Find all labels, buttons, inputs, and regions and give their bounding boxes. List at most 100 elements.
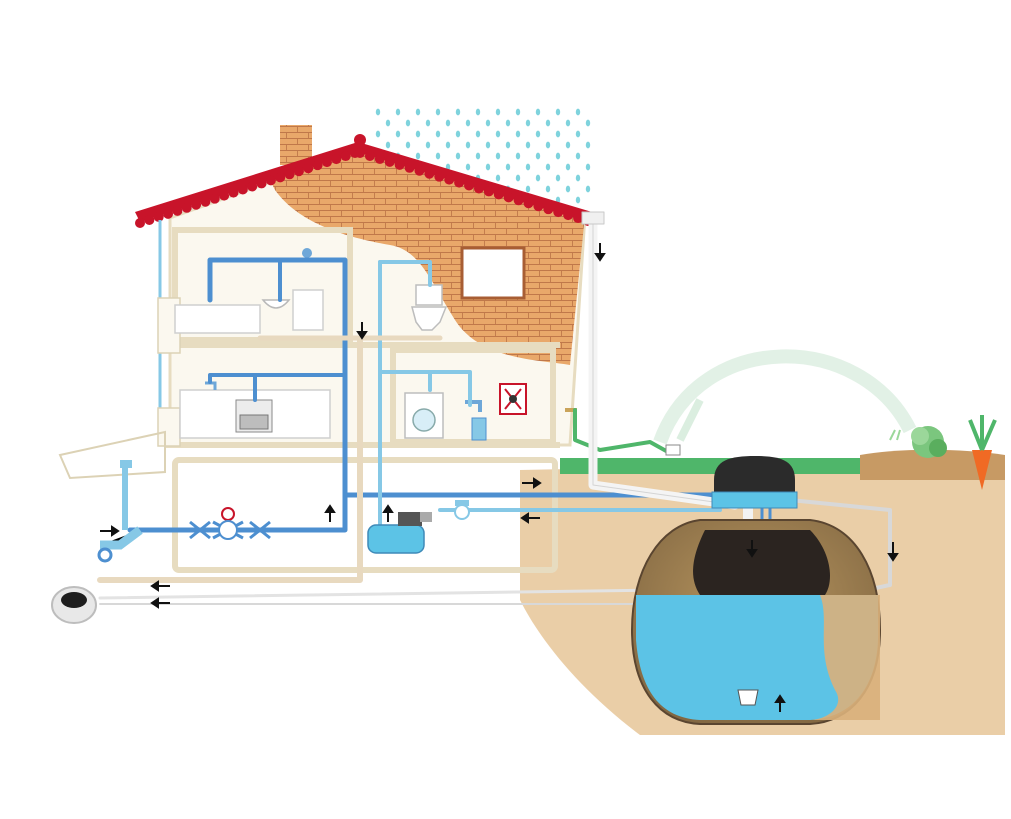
rain-drop: [485, 141, 491, 149]
bathroom-fixtures: [174, 248, 448, 334]
rain-drop: [535, 152, 541, 160]
rain-drop: [515, 130, 521, 138]
roof-tile: [543, 204, 554, 215]
roof-tile: [553, 207, 564, 218]
roof-tile: [473, 183, 484, 194]
rain-drop: [445, 141, 451, 149]
rain-drop: [405, 119, 411, 127]
rain-drop: [565, 163, 571, 171]
rain-drop: [475, 130, 481, 138]
drainage-pipe: [97, 337, 363, 583]
arrow-down: [746, 540, 758, 558]
arrow-down: [594, 243, 606, 262]
water-meter-icon: [212, 507, 244, 540]
roof-tile: [293, 166, 304, 177]
rain-drop: [585, 185, 591, 193]
roof-tile: [237, 184, 248, 195]
washing-machine-icon: [404, 392, 444, 439]
tank-lid: [714, 456, 795, 495]
roof-tile: [503, 192, 514, 203]
brick-wall: [270, 150, 585, 365]
rain-drop: [545, 185, 551, 193]
rain-drop: [375, 130, 381, 138]
rain-drop: [575, 196, 581, 204]
garden-hose: [573, 408, 670, 454]
arrow-right: [100, 525, 120, 537]
sink-icon: [261, 299, 291, 309]
roof-tile: [374, 153, 385, 164]
filter-icon: [454, 500, 470, 520]
rain-drop: [475, 108, 481, 116]
hazard-sign-icon: [499, 383, 527, 415]
roof-tile: [331, 154, 342, 165]
house: [58, 125, 593, 573]
rain-drop: [555, 174, 561, 182]
roof-tile: [563, 210, 574, 221]
roof-tile: [424, 168, 435, 179]
valve-icon: [249, 520, 271, 540]
rain-drop: [395, 108, 401, 116]
rain-drop: [385, 141, 391, 149]
rain-drop: [435, 152, 441, 160]
rain-drop: [555, 152, 561, 160]
arrow-right: [522, 477, 542, 489]
bucket-icon: [471, 417, 487, 441]
rain-drop: [545, 163, 551, 171]
rain-drop: [515, 152, 521, 160]
sewer-pipe-icon: [51, 586, 97, 624]
roof-tile: [513, 195, 524, 206]
shower-head-icon: [302, 248, 312, 258]
flow-arrows: [100, 243, 899, 712]
mains-inlet-pipe: [100, 526, 143, 550]
garden-sprinkler-icon: [653, 349, 917, 456]
bathtub-icon: [174, 304, 261, 334]
rain-drop: [495, 108, 501, 116]
toilet-icon: [411, 284, 448, 331]
rain-drop: [415, 152, 421, 160]
mains-fittings: [97, 460, 271, 563]
rain-drop: [435, 108, 441, 116]
arrow-left: [150, 597, 170, 609]
roof-tile: [394, 159, 405, 170]
tank-dark-interior: [693, 530, 830, 595]
rain-drop: [455, 152, 461, 160]
arrow-up: [774, 694, 786, 712]
rain-drop: [515, 108, 521, 116]
rain-drop: [575, 174, 581, 182]
arrow-up: [324, 504, 336, 522]
arrow-down: [887, 542, 899, 562]
rain-drop: [465, 119, 471, 127]
shower-cabinet: [292, 289, 324, 331]
roof-ridge: [354, 134, 366, 146]
roof-tile: [181, 202, 192, 213]
rain-drop: [485, 119, 491, 127]
roof-tile: [219, 190, 230, 201]
rain-drop: [495, 130, 501, 138]
rain-drop: [415, 108, 421, 116]
roof-tile: [454, 177, 465, 188]
porch: [58, 430, 166, 480]
carrot-icon: [968, 415, 997, 490]
basement: [172, 457, 558, 573]
roof-tile: [144, 214, 155, 225]
rain-drop: [485, 163, 491, 171]
roof-tile: [404, 162, 415, 173]
rain-drop: [545, 119, 551, 127]
rain-drop: [415, 130, 421, 138]
rain-drop: [425, 141, 431, 149]
sprout-icon: [889, 429, 901, 441]
rain-drop: [455, 130, 461, 138]
pump-icon: [367, 512, 432, 554]
roof-tile: [247, 181, 258, 192]
gutter: [581, 211, 605, 225]
rain-drop: [525, 163, 531, 171]
rain-drop: [495, 152, 501, 160]
rain-drop: [385, 119, 391, 127]
rain-drop: [535, 108, 541, 116]
arrow-left: [520, 512, 540, 524]
rain-drop: [445, 119, 451, 127]
roof-tile: [191, 199, 202, 210]
roof-tile: [573, 213, 584, 224]
roof-tile: [135, 218, 145, 228]
